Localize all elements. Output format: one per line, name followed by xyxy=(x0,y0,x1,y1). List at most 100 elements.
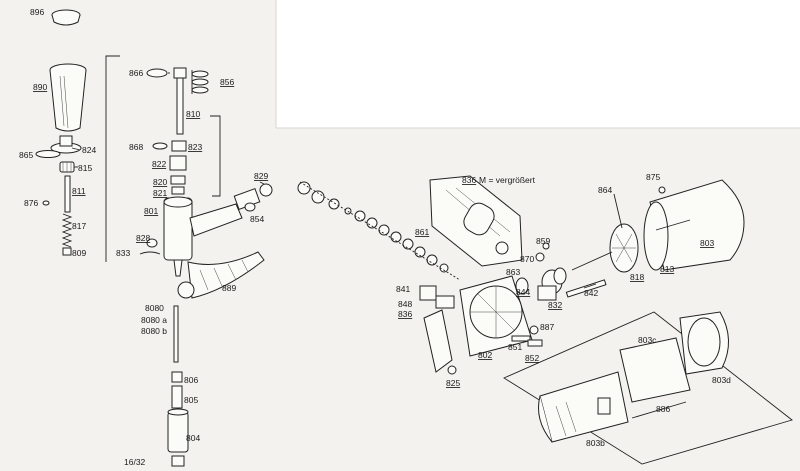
label-818: 818 xyxy=(630,272,644,282)
label-868: 868 xyxy=(129,142,143,152)
label-861: 861 xyxy=(415,227,429,237)
fan-818 xyxy=(609,223,639,273)
label-805: 805 xyxy=(184,395,198,405)
label-841: 841 xyxy=(396,284,410,294)
label-806: 806 xyxy=(184,375,198,385)
nut-815 xyxy=(59,161,75,173)
label-829: 829 xyxy=(254,171,268,181)
switch-848 xyxy=(435,295,455,309)
label-836-top: 836 xyxy=(462,175,476,185)
label-803: 803 xyxy=(700,238,714,248)
label-821: 821 xyxy=(153,188,167,198)
cup-890 xyxy=(49,63,87,132)
label-889: 889 xyxy=(222,283,236,293)
washer-870 xyxy=(535,252,545,262)
panel-803c xyxy=(619,337,691,403)
label-865: 865 xyxy=(19,150,33,160)
oring-876 xyxy=(42,200,50,206)
label-1632: 16/32 xyxy=(124,457,146,467)
sleeve-822 xyxy=(169,155,187,171)
oring-866 xyxy=(146,68,168,78)
label-870: 870 xyxy=(520,254,534,264)
label-820: 820 xyxy=(153,177,167,187)
assembly-axis-left xyxy=(299,181,461,281)
accessory-frame xyxy=(503,311,793,465)
label-823: 823 xyxy=(188,142,202,152)
part-labels: 896 890 865 824 815 811 876 817 809 866 … xyxy=(19,7,731,467)
cover-803d xyxy=(679,311,729,375)
bracket-line-left xyxy=(105,55,120,262)
label-828: 828 xyxy=(136,233,150,243)
label-833: 833 xyxy=(116,248,130,258)
label-8080b: 8080 b xyxy=(141,326,167,336)
gun-body-801 xyxy=(163,196,243,277)
cover-887 xyxy=(529,325,539,335)
note-enlarged: M = vergrößert xyxy=(479,175,536,185)
valve-805 xyxy=(171,385,183,409)
leader-lines xyxy=(71,72,623,289)
handle-804 xyxy=(167,408,189,453)
fitting-828 xyxy=(146,238,158,248)
label-896: 896 xyxy=(30,7,44,17)
oring-868 xyxy=(152,142,168,150)
label-864: 864 xyxy=(598,185,612,195)
label-8080a: 8080 a xyxy=(141,315,167,325)
label-890: 890 xyxy=(33,82,47,92)
spring-817 xyxy=(61,213,73,248)
rod-8080 xyxy=(173,305,179,363)
label-856: 856 xyxy=(220,77,234,87)
label-822: 822 xyxy=(152,159,166,169)
label-886: 886 xyxy=(656,404,670,414)
label-815: 815 xyxy=(78,163,92,173)
trigger-889 xyxy=(177,251,265,299)
label-844: 844 xyxy=(516,287,530,297)
label-810: 810 xyxy=(186,109,200,119)
label-851: 851 xyxy=(508,342,522,352)
plug-852 xyxy=(527,339,543,347)
rod-886 xyxy=(631,401,687,419)
motor-cylinder-803 xyxy=(643,179,745,271)
label-863: 863 xyxy=(506,267,520,277)
cap-896 xyxy=(51,9,81,26)
label-817: 817 xyxy=(72,221,86,231)
label-875: 875 xyxy=(646,172,660,182)
label-809: 809 xyxy=(72,248,86,258)
label-836-left: 836 xyxy=(398,309,412,319)
label-802: 802 xyxy=(478,350,492,360)
label-811: 811 xyxy=(72,186,86,196)
seal-set-856 xyxy=(191,70,209,94)
cable-851 xyxy=(511,335,531,342)
ring-854 xyxy=(244,202,256,212)
label-852: 852 xyxy=(525,353,539,363)
ring-820 xyxy=(170,175,186,185)
label-832: 832 xyxy=(548,300,562,310)
shell-803b xyxy=(538,371,629,443)
label-825: 825 xyxy=(446,378,460,388)
needle-811 xyxy=(64,175,71,213)
ring-844 xyxy=(515,277,529,295)
bracket-line-right xyxy=(210,115,221,197)
spring-806 xyxy=(171,371,183,383)
tip-809 xyxy=(62,247,72,256)
label-801: 801 xyxy=(144,206,158,216)
label-803b: 803b xyxy=(586,438,605,448)
ring-821 xyxy=(171,186,185,195)
motor-housing-836 xyxy=(429,175,523,267)
label-887: 887 xyxy=(540,322,554,332)
label-804: 804 xyxy=(186,433,200,443)
label-848: 848 xyxy=(398,299,412,309)
label-8080: 8080 xyxy=(145,303,164,313)
clip-833 xyxy=(139,251,161,255)
label-803d: 803d xyxy=(712,375,731,385)
label-854: 854 xyxy=(250,214,264,224)
label-876: 876 xyxy=(24,198,38,208)
label-824: 824 xyxy=(82,145,96,155)
collar-832 xyxy=(537,285,557,301)
label-866: 866 xyxy=(129,68,143,78)
nut-825 xyxy=(447,365,457,375)
nut-823 xyxy=(171,140,187,152)
shaft-864-link xyxy=(571,251,613,271)
screw-859 xyxy=(542,242,550,250)
